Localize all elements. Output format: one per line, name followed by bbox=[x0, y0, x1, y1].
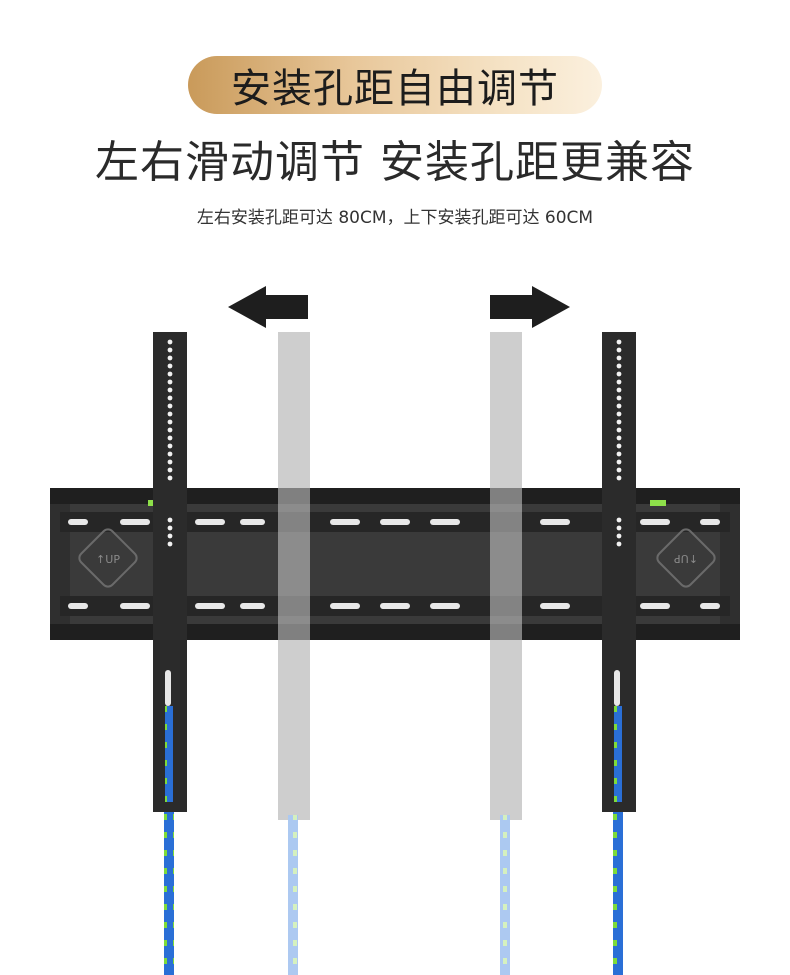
up-marker-left: ↑UP bbox=[78, 528, 138, 588]
badge-title: 安装孔距自由调节 bbox=[231, 66, 559, 112]
vertical-arm-left bbox=[153, 332, 187, 975]
subheadline: 左右安装孔距可达 80CM，上下安装孔距可达 60CM bbox=[196, 208, 594, 228]
vertical-arm-right bbox=[602, 332, 636, 975]
up-marker-right: ↑UP bbox=[656, 528, 716, 588]
up-label-left: UP bbox=[105, 553, 120, 566]
ghost-arm-right bbox=[490, 332, 522, 975]
tv-mount-illustration: ↑UP ↑UP bbox=[50, 286, 740, 975]
title-badge: 安装孔距自由调节 bbox=[188, 56, 602, 114]
svg-text:↑UP: ↑UP bbox=[674, 552, 698, 565]
up-label-right: UP bbox=[674, 552, 689, 565]
svg-text:↑UP: ↑UP bbox=[96, 553, 120, 566]
arrow-right-icon bbox=[490, 286, 570, 328]
ghost-arm-left bbox=[278, 332, 310, 975]
arrow-left-icon bbox=[228, 286, 308, 328]
headline: 左右滑动调节 安装孔距更兼容 bbox=[95, 137, 695, 188]
